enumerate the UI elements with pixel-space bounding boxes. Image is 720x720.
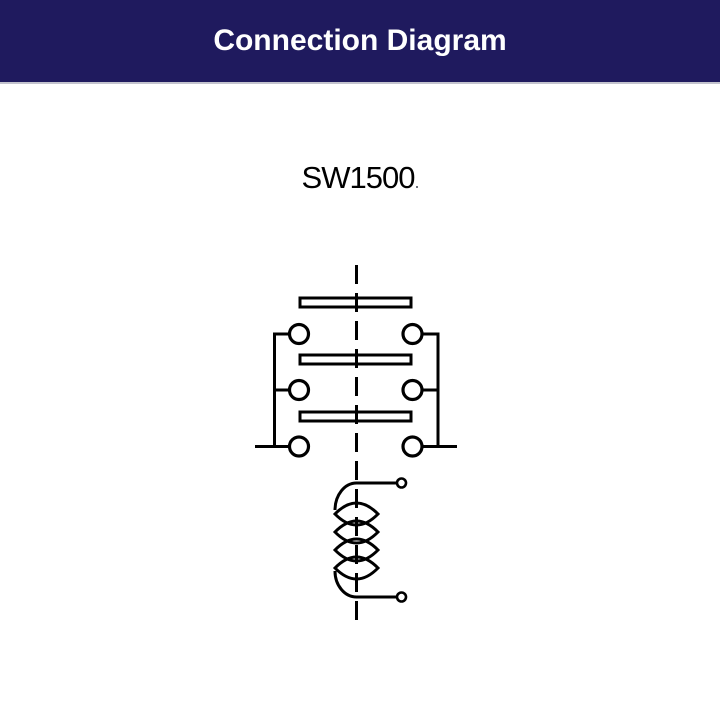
header-bar: Connection Diagram xyxy=(0,0,720,84)
coil-hook-top xyxy=(333,481,357,511)
terminal-right-top xyxy=(401,322,424,346)
terminal-right-middle xyxy=(401,378,424,402)
coil-hook-bottom xyxy=(333,570,357,599)
right-terminal-bus xyxy=(422,332,457,448)
terminal-left-bottom xyxy=(287,435,311,458)
page-title: Connection Diagram xyxy=(213,24,507,57)
main-terminals xyxy=(287,322,424,458)
terminal-right-bottom xyxy=(401,435,424,458)
coil-turn xyxy=(332,555,381,581)
coil xyxy=(332,477,408,603)
terminal-left-middle xyxy=(287,378,311,402)
coil-terminal-top xyxy=(395,477,408,489)
left-terminal-bus xyxy=(255,332,290,448)
model-name: SW1500 xyxy=(301,160,416,195)
model-suffix: . xyxy=(414,172,419,192)
left-bus-line xyxy=(273,332,290,447)
coil-terminal-bottom xyxy=(395,591,408,603)
model-label: SW1500. xyxy=(0,158,720,202)
terminal-left-top xyxy=(287,322,311,346)
right-bus-line xyxy=(422,332,440,447)
